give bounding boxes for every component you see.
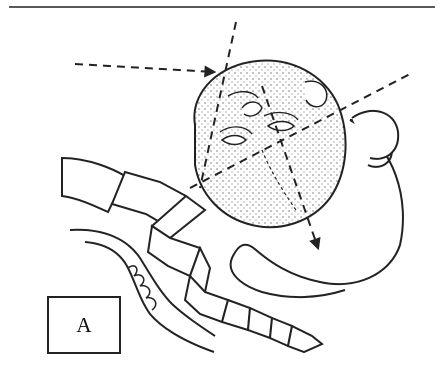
right-lobe [352,111,398,159]
panel-label-box: A [47,296,121,354]
eye-right [268,122,294,131]
panel-label: A [76,315,91,336]
dashed-axis-horizontal [75,64,214,72]
rectal-folds [128,266,156,310]
